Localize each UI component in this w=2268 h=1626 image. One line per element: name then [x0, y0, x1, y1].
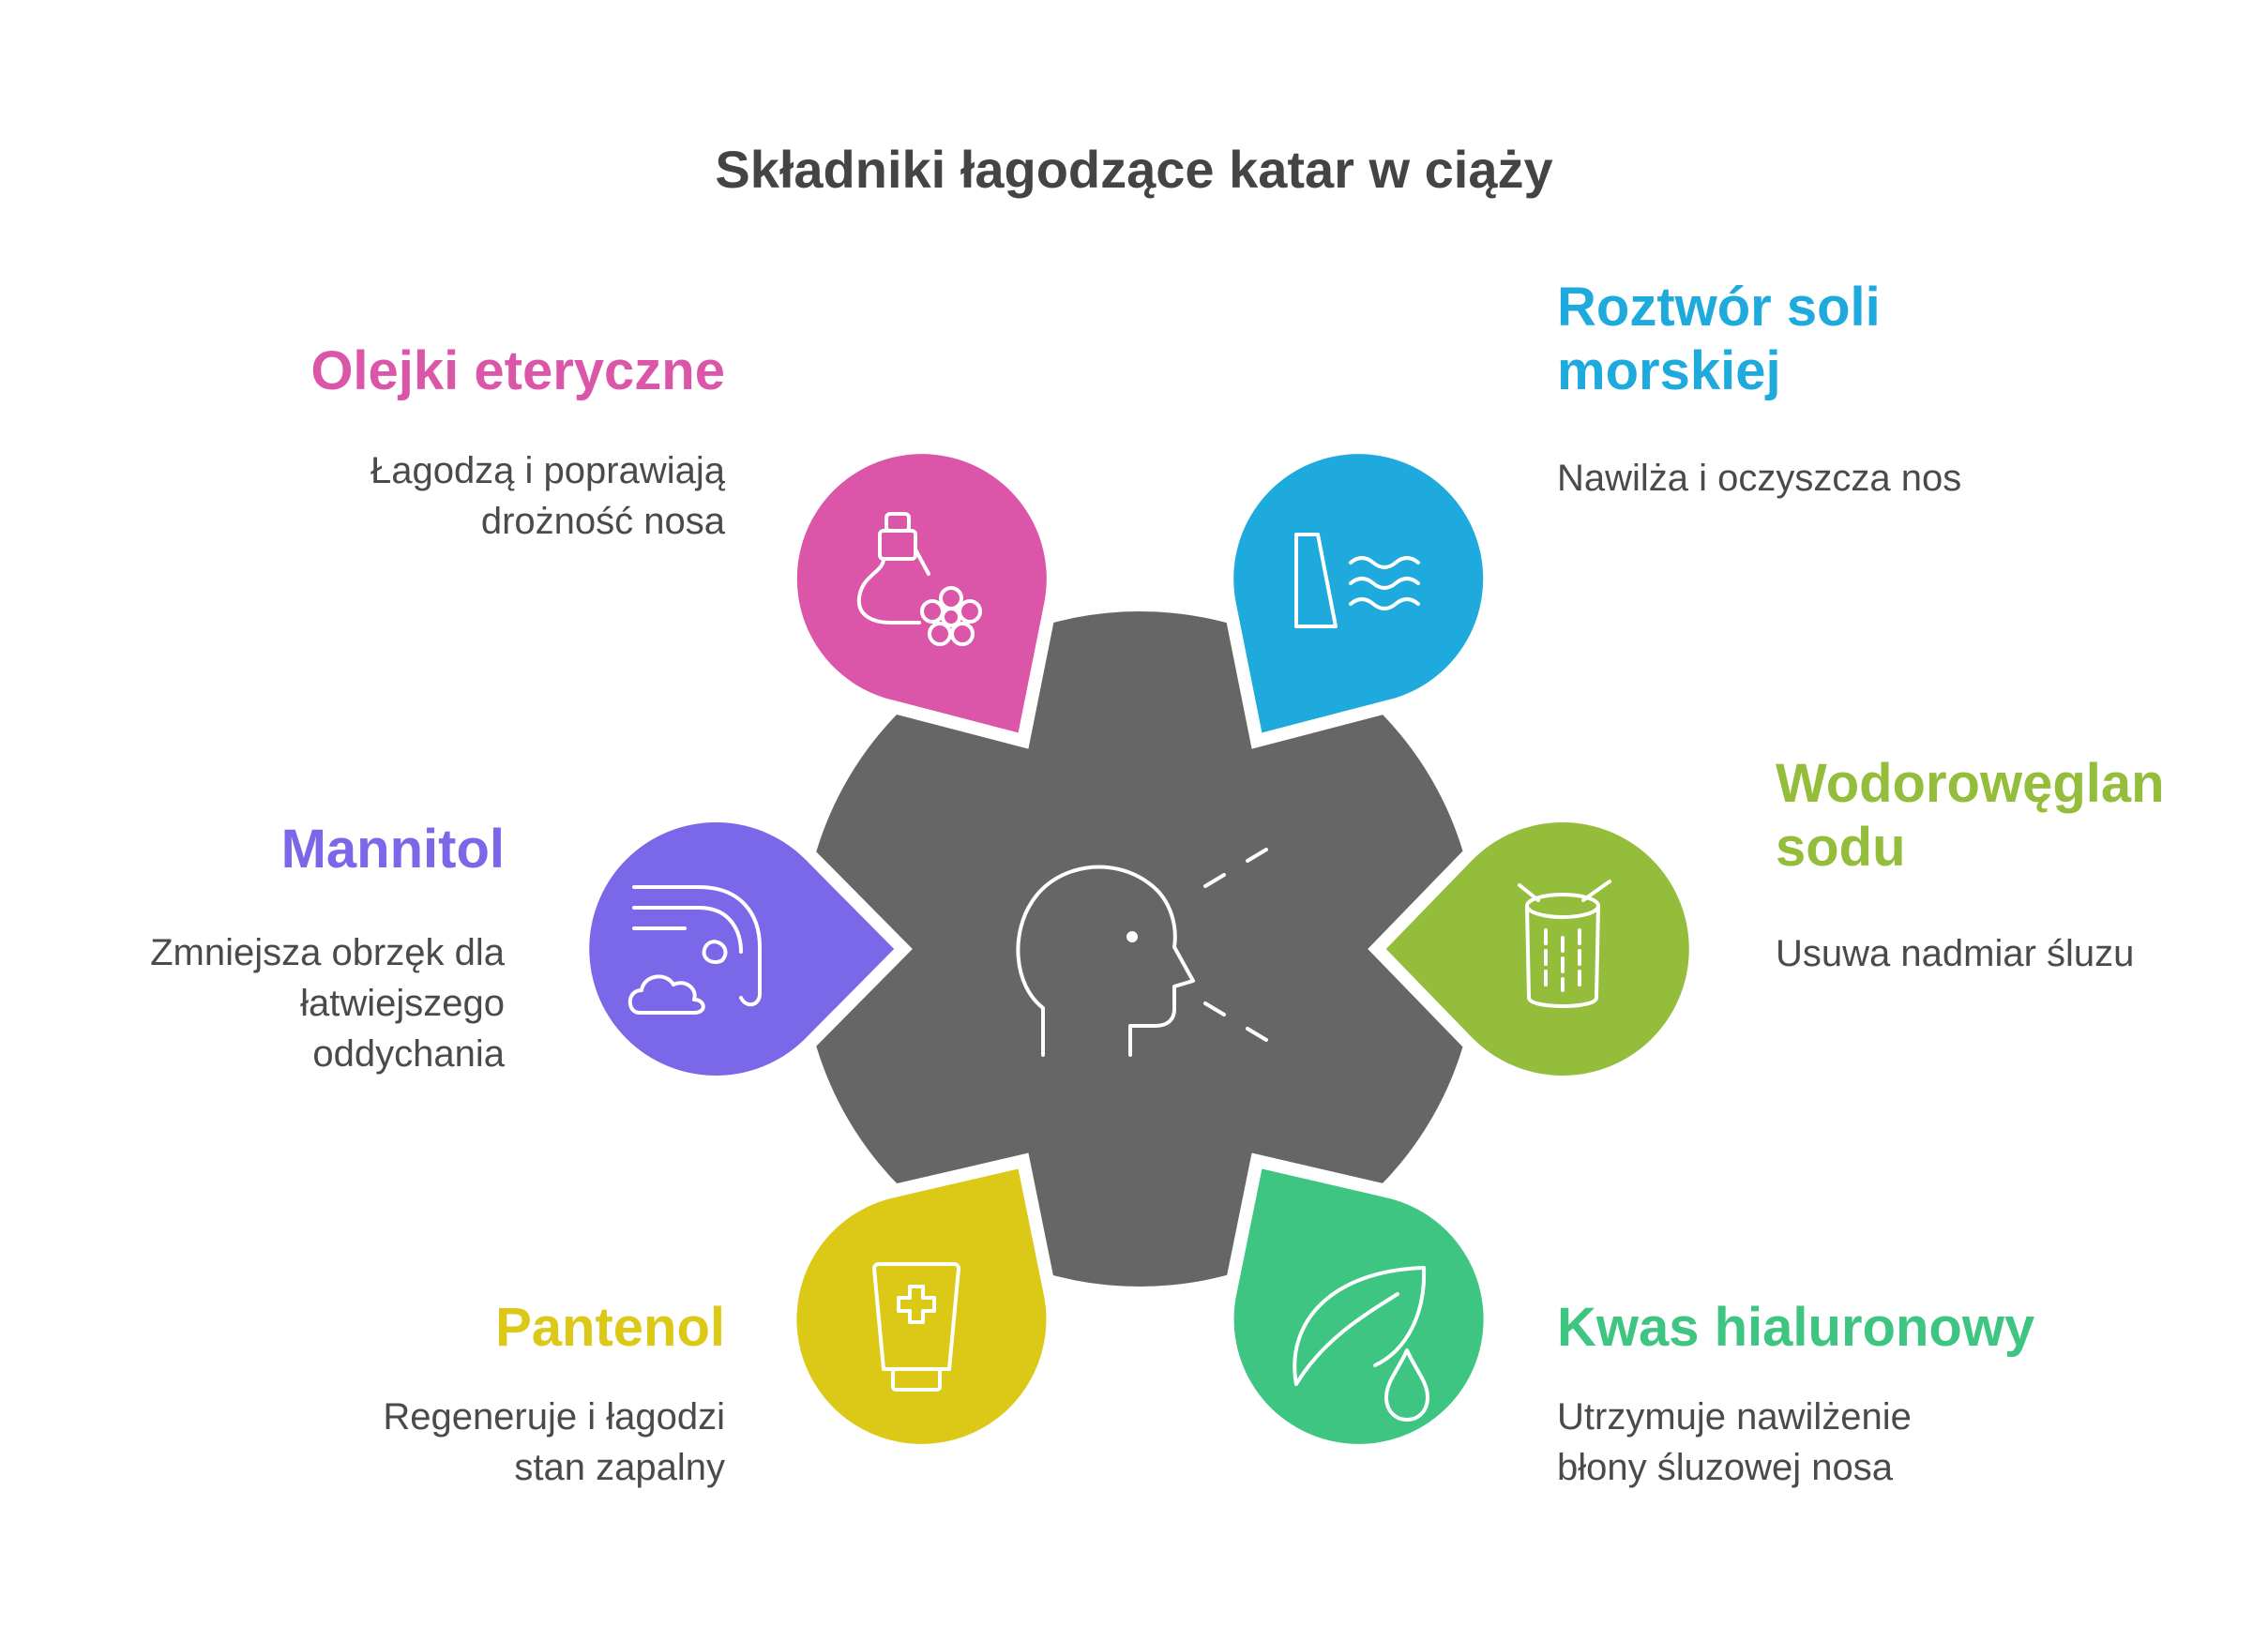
petal-panthenol [783, 1152, 1060, 1457]
desc-line: Łagodzą i poprawiają [370, 450, 725, 491]
petal-oil [783, 441, 1060, 749]
item-heading-panthenol: Pantenol [495, 1297, 725, 1358]
cream-tube-icon [872, 1262, 960, 1392]
item-desc-essential-oils: Łagodzą i poprawiają drożność nosa [370, 445, 725, 547]
petal-soda [1368, 809, 1702, 1089]
item-desc-panthenol: Regeneruje i łagodzi stan zapalny [383, 1392, 725, 1493]
item-heading-essential-oils: Olejki eteryczne [310, 340, 725, 401]
petal-hyaluronic [1220, 1152, 1497, 1457]
desc-line: Utrzymuje nawilżenie [1557, 1396, 1912, 1438]
desc-line: drożność nosa [480, 501, 725, 542]
desc-line: stan zapalny [514, 1447, 725, 1488]
heading-line: Roztwór soli [1557, 277, 1881, 338]
item-desc-mannitol: Zmniejsza obrzęk dla łatwiejszego oddych… [150, 927, 505, 1079]
dam-water-icon [1294, 533, 1420, 628]
item-desc-sodium-bicarbonate: Usuwa nadmiar śluzu [1776, 933, 2135, 974]
diagram-title: Składniki łagodzące katar w ciąży [715, 140, 1553, 199]
desc-line: Regeneruje i łagodzi [383, 1396, 725, 1438]
heading-line: Wodorowęglan [1776, 753, 2165, 814]
desc-line: Zmniejsza obrzęk dla [150, 932, 505, 973]
petal-mannitol [576, 809, 913, 1089]
item-heading-hyaluronic-acid: Kwas hialuronowy [1557, 1297, 2035, 1358]
wind-cloud-icon [627, 885, 762, 1015]
desc-line: oddychania [312, 1033, 505, 1075]
oil-bottle-flower-icon [856, 512, 982, 646]
item-desc-sea-salt: Nawilża i oczyszcza nos [1557, 458, 1962, 499]
petal-sea-salt [1220, 441, 1497, 749]
desc-line: łatwiejszego [300, 983, 505, 1024]
item-desc-hyaluronic-acid: Utrzymuje nawilżenie błony śluzowej nosa [1557, 1392, 1912, 1493]
head-breathing-icon [1016, 848, 1268, 1057]
item-heading-mannitol: Mannitol [280, 819, 505, 880]
leaf-drop-icon [1293, 1266, 1429, 1422]
heading-line: sodu [1776, 817, 1906, 878]
heading-line: morskiej [1557, 340, 1781, 401]
desc-line: błony śluzowej nosa [1557, 1447, 1893, 1488]
item-heading-sea-salt: Roztwór soli morskiej [1557, 276, 1881, 403]
soda-cup-icon [1518, 880, 1611, 1008]
item-heading-sodium-bicarbonate: Wodorowęglan sodu [1776, 752, 2165, 880]
center-hub [802, 611, 1477, 1287]
